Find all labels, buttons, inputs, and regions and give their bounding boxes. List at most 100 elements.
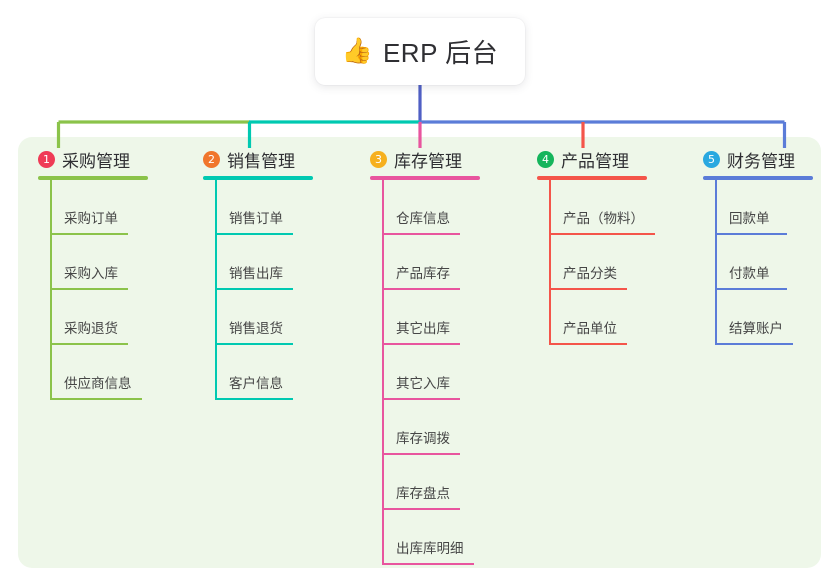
root-title: ERP 后台 <box>382 38 499 68</box>
branch-item[interactable]: 供应商信息 <box>38 345 188 400</box>
branch-item-label: 产品库存 <box>396 266 450 281</box>
branch-item-underline <box>715 288 787 290</box>
branch-item[interactable]: 库存调拨 <box>370 400 520 455</box>
branch-title: 财务管理 <box>727 151 795 171</box>
branch-title: 销售管理 <box>227 151 295 171</box>
branch-item-underline <box>549 233 655 235</box>
branch-item[interactable]: 采购入库 <box>38 235 188 290</box>
branch-item[interactable]: 其它出库 <box>370 290 520 345</box>
branch-item[interactable]: 销售退货 <box>203 290 353 345</box>
branch-item-underline <box>382 563 474 565</box>
branch-item-underline <box>715 233 787 235</box>
branch-item-label: 采购订单 <box>64 211 118 226</box>
branch-item-underline <box>382 508 460 510</box>
branch-item-underline <box>50 233 128 235</box>
branch-item-underline <box>215 233 293 235</box>
branch-item-underline <box>382 453 460 455</box>
branch-item[interactable]: 付款单 <box>703 235 839 290</box>
branch-spine <box>549 180 551 345</box>
branch-item[interactable]: 产品单位 <box>537 290 697 345</box>
branch-index-badge: 2 <box>203 150 220 168</box>
branch-index-badge: 3 <box>370 150 387 168</box>
branch-header-3[interactable]: 3 库存管理 <box>370 148 520 171</box>
branch-item-underline <box>215 398 293 400</box>
branch-item-label: 库存盘点 <box>396 486 450 501</box>
branch-spine <box>215 180 217 400</box>
branch-index-badge: 4 <box>537 150 554 168</box>
branch-title: 产品管理 <box>561 151 629 171</box>
branch-item-label: 库存调拨 <box>396 431 450 446</box>
branch-item-list: 回款单付款单结算账户 <box>703 180 839 345</box>
branch-item-list: 产品（物料） 产品分类产品单位 <box>537 180 697 345</box>
branch-item-underline <box>382 233 460 235</box>
branch-underline <box>537 176 647 180</box>
branch-header-4[interactable]: 4 产品管理 <box>537 148 697 171</box>
branch-column-5: 5 财务管理回款单付款单结算账户 <box>703 148 839 345</box>
branch-item-label: 其它出库 <box>396 321 450 336</box>
branch-item-underline <box>382 398 460 400</box>
branch-item-list: 销售订单销售出库销售退货客户信息 <box>203 180 353 400</box>
branch-item-label: 产品分类 <box>563 266 617 281</box>
branch-item-label: 产品单位 <box>563 321 617 336</box>
branch-item-label: 销售退货 <box>229 321 283 336</box>
branch-item[interactable]: 产品（物料） <box>537 180 697 235</box>
branch-item[interactable]: 产品分类 <box>537 235 697 290</box>
branch-item-underline <box>715 343 793 345</box>
branch-header-5[interactable]: 5 财务管理 <box>703 148 839 171</box>
branch-underline <box>38 176 148 180</box>
branch-spine <box>50 180 52 400</box>
branch-title: 库存管理 <box>394 151 462 171</box>
branch-item-label: 采购入库 <box>64 266 118 281</box>
branch-item[interactable]: 采购订单 <box>38 180 188 235</box>
branch-item-underline <box>50 288 128 290</box>
branch-column-3: 3 库存管理仓库信息产品库存其它出库其它入库库存调拨库存盘点出库库明细 <box>370 148 520 565</box>
branch-item[interactable]: 回款单 <box>703 180 839 235</box>
branch-item-underline <box>50 343 128 345</box>
branch-item-label: 结算账户 <box>729 321 783 336</box>
branch-item-underline <box>382 288 460 290</box>
branch-header-2[interactable]: 2 销售管理 <box>203 148 353 171</box>
branch-item-underline <box>549 288 627 290</box>
branch-item-label: 销售出库 <box>229 266 283 281</box>
branch-item[interactable]: 产品库存 <box>370 235 520 290</box>
branch-item[interactable]: 出库库明细 <box>370 510 520 565</box>
branch-item-underline <box>549 343 627 345</box>
branch-item-list: 采购订单采购入库采购退货供应商信息 <box>38 180 188 400</box>
branch-item[interactable]: 仓库信息 <box>370 180 520 235</box>
branch-item-label: 产品（物料） <box>563 211 644 226</box>
branch-item-list: 仓库信息产品库存其它出库其它入库库存调拨库存盘点出库库明细 <box>370 180 520 565</box>
branch-item[interactable]: 其它入库 <box>370 345 520 400</box>
branch-item[interactable]: 库存盘点 <box>370 455 520 510</box>
branch-item-label: 供应商信息 <box>64 376 132 391</box>
branch-item-underline <box>215 288 293 290</box>
root-node[interactable]: 👍 ERP 后台 <box>315 18 525 85</box>
branches-panel <box>18 137 821 568</box>
branch-underline <box>203 176 313 180</box>
branch-item-label: 付款单 <box>729 266 770 281</box>
branch-item-label: 客户信息 <box>229 376 283 391</box>
branch-item-label: 仓库信息 <box>396 211 450 226</box>
branch-item-label: 其它入库 <box>396 376 450 391</box>
branch-item[interactable]: 销售出库 <box>203 235 353 290</box>
branch-spine <box>382 180 384 565</box>
branch-item[interactable]: 销售订单 <box>203 180 353 235</box>
branch-title: 采购管理 <box>62 151 130 171</box>
branch-index-badge: 5 <box>703 150 720 168</box>
branch-item[interactable]: 客户信息 <box>203 345 353 400</box>
branch-item[interactable]: 采购退货 <box>38 290 188 345</box>
branch-spine <box>715 180 717 345</box>
branch-item-label: 销售订单 <box>229 211 283 226</box>
branch-column-4: 4 产品管理产品（物料） 产品分类产品单位 <box>537 148 697 345</box>
branch-item-label: 出库库明细 <box>396 541 464 556</box>
branch-underline <box>370 176 480 180</box>
branch-item-underline <box>382 343 460 345</box>
branch-item[interactable]: 结算账户 <box>703 290 839 345</box>
thumbs-up-icon: 👍 <box>341 37 373 65</box>
branch-item-underline <box>215 343 293 345</box>
branch-column-2: 2 销售管理销售订单销售出库销售退货客户信息 <box>203 148 353 400</box>
branch-underline <box>703 176 813 180</box>
branch-item-label: 采购退货 <box>64 321 118 336</box>
